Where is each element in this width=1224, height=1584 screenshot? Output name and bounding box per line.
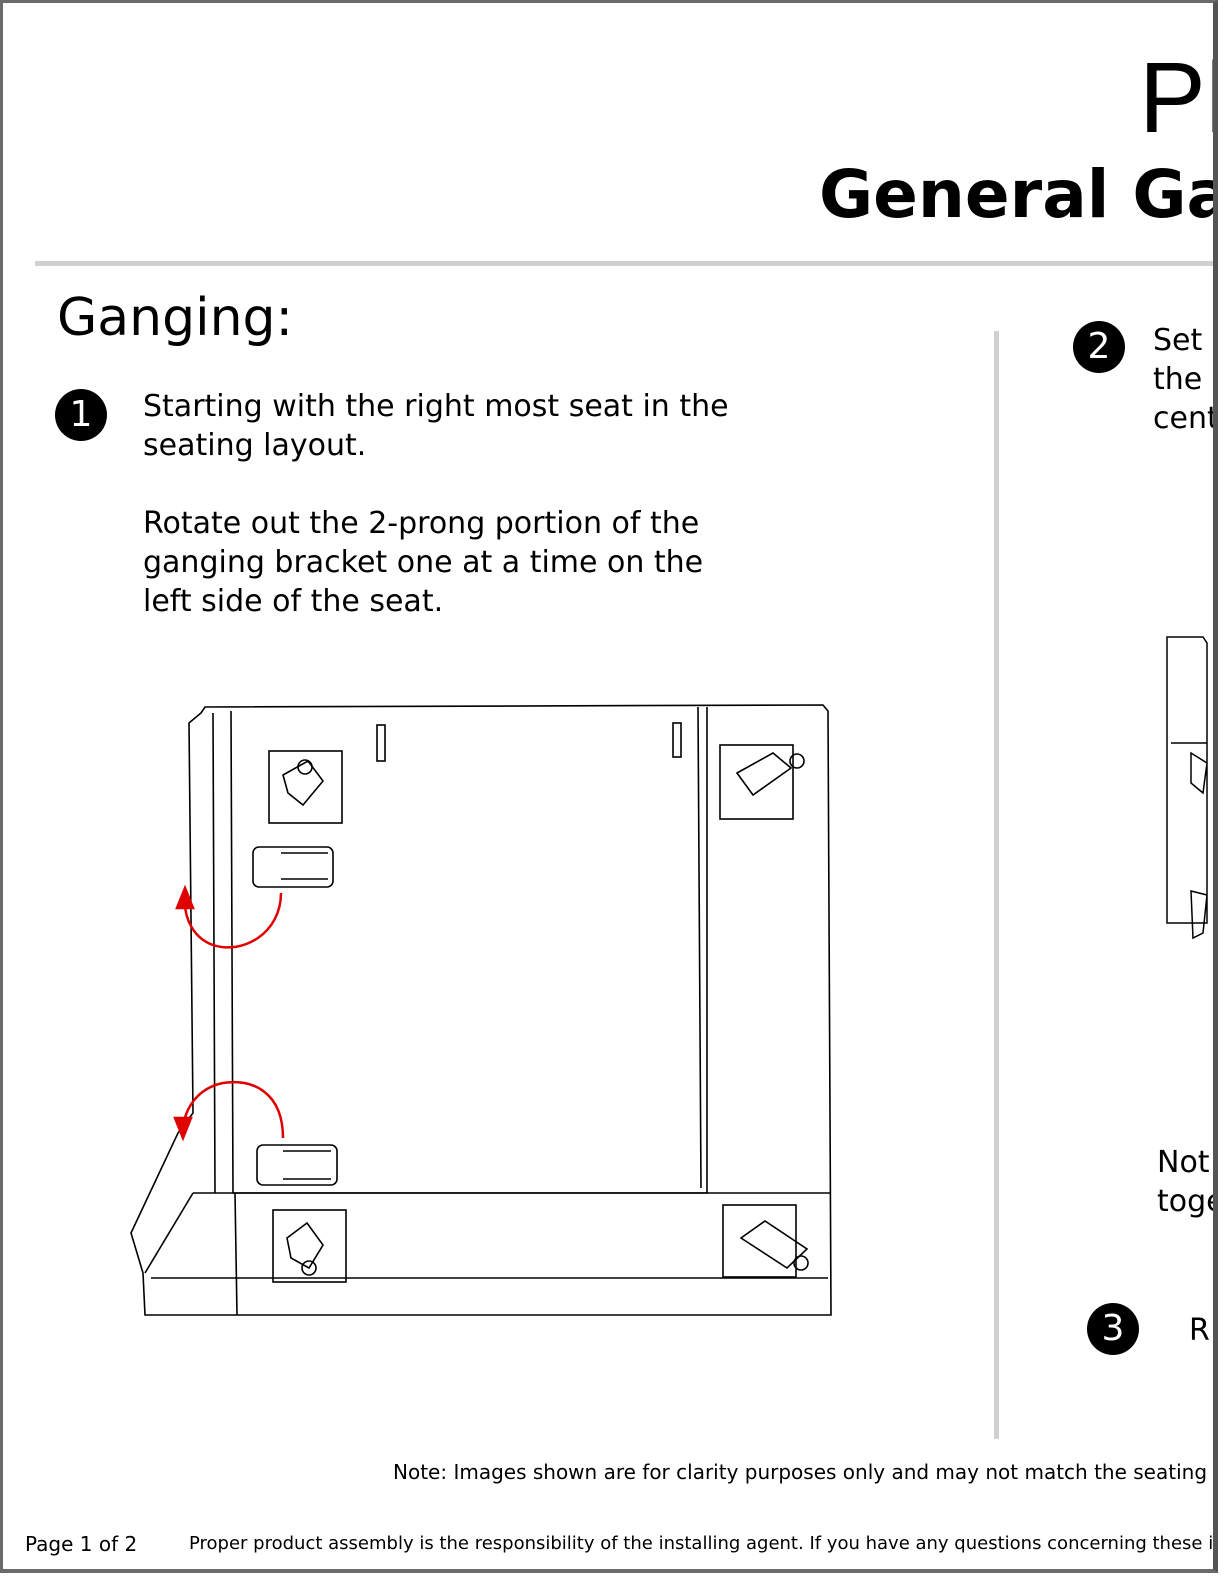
seat-bracket-diagram	[130, 704, 832, 1316]
column-divider	[994, 331, 999, 1439]
section-heading: Ganging:	[57, 288, 294, 348]
text-line: ganging bracket one at a time on the	[143, 545, 704, 580]
text-line: cent	[1153, 401, 1218, 436]
step-1-text: Starting with the right most seat in the…	[143, 387, 729, 621]
image-disclaimer-note: Note: Images shown are for clarity purpo…	[393, 1460, 1218, 1484]
rotate-arrow-lower	[181, 1080, 285, 1139]
step-3-badge: 3	[1087, 1303, 1139, 1355]
assembly-disclaimer: Proper product assembly is the responsib…	[189, 1533, 1218, 1554]
step-2-text: Set the cent	[1153, 321, 1218, 438]
text-line: toge	[1157, 1184, 1218, 1219]
page-number: Page 1 of 2	[25, 1532, 138, 1556]
step-1-badge: 1	[55, 389, 107, 441]
text-line: Starting with the right most seat in the	[143, 389, 729, 424]
step-2-note: Not toge	[1157, 1143, 1218, 1221]
step-2-diagram	[1166, 636, 1208, 940]
text-line: the	[1153, 362, 1203, 397]
arrow-head-icon	[173, 1116, 193, 1142]
text-line: left side of the seat.	[143, 584, 444, 619]
rotate-arrow-upper	[183, 892, 283, 949]
step-2-badge: 2	[1073, 321, 1125, 373]
document-subtitle: General Gan	[819, 156, 1213, 233]
step-3-text: R	[1189, 1313, 1210, 1348]
rotation-arrows	[173, 884, 285, 1142]
header-divider	[35, 261, 1213, 266]
text-line: Set	[1153, 323, 1203, 358]
document-title: Pl	[1139, 42, 1213, 154]
text-line: seating layout.	[143, 428, 367, 463]
text-line: Not	[1157, 1145, 1210, 1180]
text-line: Rotate out the 2-prong portion of the	[143, 506, 700, 541]
arrow-head-icon	[175, 884, 195, 910]
